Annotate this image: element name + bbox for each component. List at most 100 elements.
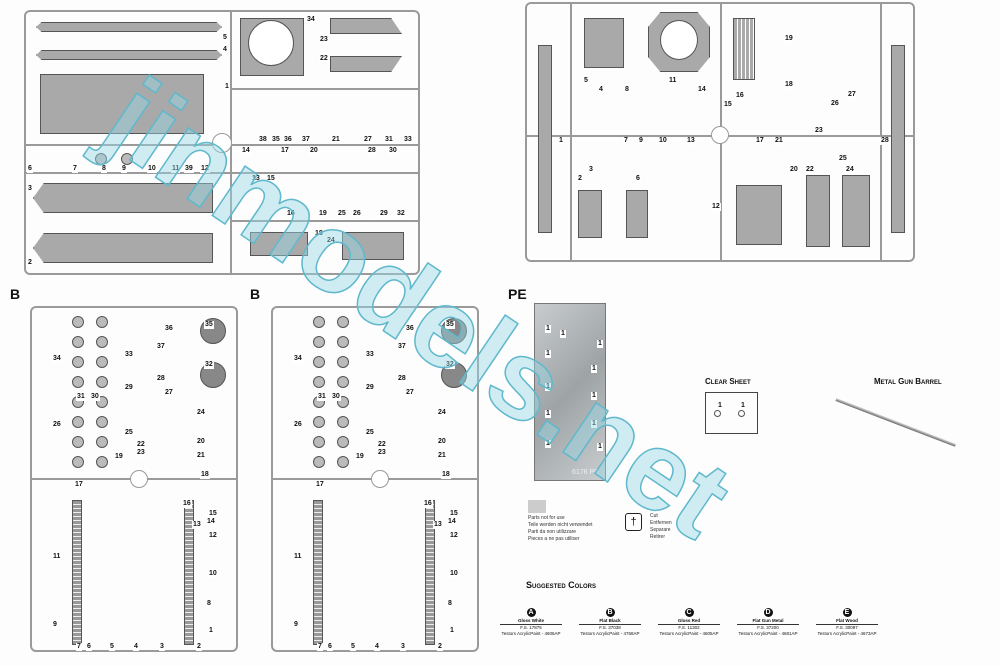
- part-number-label: 15: [723, 101, 733, 109]
- pe-part-label: 1: [545, 383, 551, 391]
- fender-part: [626, 190, 648, 238]
- road-wheel-part: [72, 376, 84, 388]
- road-wheel-part: [96, 436, 108, 448]
- track-strip-part: [538, 45, 552, 233]
- part-number-label: 33: [124, 351, 134, 359]
- color-paint: Testors AcrylicPaint - 4606AP: [501, 631, 561, 636]
- part-number-label: 16: [735, 92, 745, 100]
- part-number-label: 19: [355, 453, 365, 461]
- road-wheel-part: [313, 416, 325, 428]
- part-number-label: 34: [293, 355, 303, 363]
- not-for-use-swatch: [528, 500, 546, 513]
- part-number-label: 36: [283, 136, 293, 144]
- part-number-label: 24: [437, 409, 447, 417]
- part-number-label: 14: [447, 518, 457, 526]
- color-paint: Testors AcrylicPaint - 4768AP: [580, 631, 640, 636]
- part-number-label: 24: [845, 166, 855, 174]
- track-guard-part: [36, 22, 222, 32]
- part-number-label: 10: [208, 570, 218, 578]
- part-number-label: 9: [52, 621, 58, 629]
- road-wheel-part: [313, 336, 325, 348]
- part-number-label: 12: [449, 532, 459, 540]
- color-paint: Testors AcrylicPaint - 4681AP: [738, 631, 798, 636]
- part-number-label: 35: [445, 321, 455, 329]
- sprue-gate-circle: [212, 133, 232, 153]
- hull-side-part: [33, 183, 213, 213]
- part-number-label: 22: [319, 55, 329, 63]
- pe-part-label: 1: [560, 330, 566, 338]
- turret-ring-opening: [248, 20, 294, 66]
- part-number-label: 37: [301, 136, 311, 144]
- road-wheel-part: [96, 356, 108, 368]
- part-number-label: 37: [397, 343, 407, 351]
- part-number-label: 35: [204, 321, 214, 329]
- pe-part-label: 1: [545, 410, 551, 418]
- part-number-label: 26: [52, 421, 62, 429]
- part-number-label: 20: [309, 147, 319, 155]
- part-number-label: 31: [317, 393, 327, 401]
- clear-part: [714, 410, 721, 417]
- sprue-runner: [570, 2, 572, 262]
- part-number-label: 2: [196, 643, 202, 651]
- part-number-label: 32: [445, 361, 455, 369]
- part-number-label: 12: [208, 532, 218, 540]
- part-number-label: 36: [164, 325, 174, 333]
- pe-part-label: 1: [591, 365, 597, 373]
- grille-part: [733, 18, 755, 80]
- part-number-label: 16: [286, 210, 296, 218]
- road-wheel-part: [313, 316, 325, 328]
- part-number-label: 15: [208, 510, 218, 518]
- hull-bottom-part: [250, 232, 308, 256]
- section-label-pe: PE: [508, 286, 527, 302]
- part-number-label: 28: [397, 375, 407, 383]
- road-wheel-part: [337, 336, 349, 348]
- part-number-label: 20: [437, 438, 447, 446]
- side-panel-part: [330, 18, 402, 34]
- part-number-label: 3: [27, 185, 33, 193]
- sprue-runner: [880, 2, 882, 262]
- part-number-label: 25: [365, 429, 375, 437]
- part-number-label: 25: [838, 155, 848, 163]
- part-number-label: 18: [200, 471, 210, 479]
- wheel-part: [121, 153, 133, 165]
- part-number-label: 34: [306, 16, 316, 24]
- part-number-label: 1: [449, 627, 455, 635]
- part-number-label: 5: [222, 34, 228, 42]
- road-wheel-part: [313, 456, 325, 468]
- part-number-label: 29: [365, 384, 375, 392]
- part-number-label: 37: [156, 343, 166, 351]
- color-fs: F.S. 30097: [836, 625, 858, 630]
- part-number-label: 2: [577, 175, 583, 183]
- color-name: Gloss White: [500, 618, 562, 625]
- part-number-label: 4: [133, 643, 139, 651]
- part-number-label: 21: [437, 452, 447, 460]
- part-number-label: 24: [326, 237, 336, 245]
- part-number-label: 7: [76, 643, 82, 651]
- road-wheel-part: [337, 416, 349, 428]
- color-paint: Testors AcrylicPaint - 4605AP: [659, 631, 719, 636]
- section-label-b: B: [250, 286, 261, 302]
- part-number-label: 38: [258, 136, 268, 144]
- pe-part-label: 1: [591, 392, 597, 400]
- part-number-label: 1: [558, 137, 564, 145]
- pe-part-label: 1: [545, 440, 551, 448]
- pe-part-label: 1: [597, 340, 603, 348]
- turret-opening: [660, 20, 698, 60]
- color-name: Flat Black: [579, 618, 641, 625]
- color-fs: F.S. 37038: [599, 625, 621, 630]
- sprue-runner: [24, 172, 420, 174]
- part-number-label: 5: [350, 643, 356, 651]
- part-number-label: 16: [182, 500, 192, 508]
- part-number-label: 24: [196, 409, 206, 417]
- part-number-label: 22: [805, 166, 815, 174]
- part-number-label: 18: [441, 471, 451, 479]
- part-number-label: 30: [90, 393, 100, 401]
- color-fs: F.S. 11302: [678, 625, 700, 630]
- pe-part-label: 1: [545, 325, 551, 333]
- part-number-label: 1: [224, 83, 230, 91]
- part-number-label: 23: [319, 36, 329, 44]
